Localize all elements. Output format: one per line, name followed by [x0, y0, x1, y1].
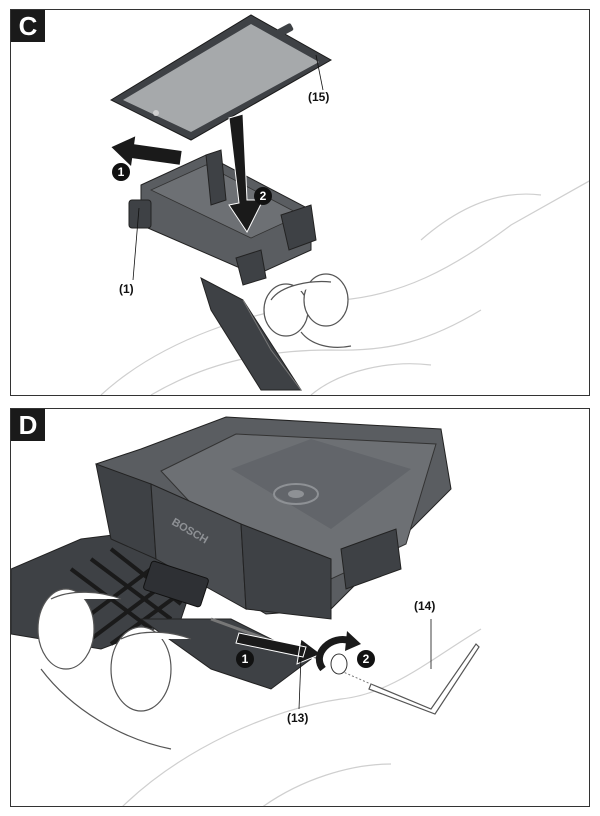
label-release-lever: (1) — [119, 282, 134, 296]
arrow-step-2 — [228, 113, 264, 233]
step-marker-d-1: 1 — [236, 650, 254, 668]
step-marker-c-1-text: 1 — [118, 165, 125, 179]
arrow-step-1-d — [235, 632, 322, 665]
label-smartphone: (15) — [308, 90, 330, 104]
leader-1 — [132, 207, 140, 281]
hand-outline-d — [122, 628, 482, 806]
panel-c: C — [10, 9, 590, 396]
panel-d: D — [10, 408, 590, 807]
panel-d-letter: D — [11, 409, 45, 441]
step-marker-d-1-text: 1 — [242, 652, 249, 666]
stem-clamps — [263, 273, 352, 348]
handlebar — [200, 276, 302, 391]
step-marker-c-2: 2 — [254, 187, 272, 205]
panel-c-letter: C — [11, 10, 45, 42]
arrow-step-1 — [111, 136, 182, 167]
panel-c-illustration: 1 2 — [100, 14, 589, 395]
arrow-step-2-d — [315, 631, 361, 675]
stem-clamps-d — [37, 588, 192, 750]
leader-15 — [315, 54, 324, 91]
hex-key — [340, 643, 480, 715]
step-marker-c-1: 1 — [112, 163, 130, 181]
label-hex-key: (14) — [414, 599, 436, 613]
phone-holder-d: BOSCH — [95, 416, 452, 620]
step-marker-d-2: 2 — [357, 650, 375, 668]
phone-holder — [128, 149, 317, 286]
smartphone — [109, 14, 333, 141]
label-screw: (13) — [287, 711, 309, 725]
step-marker-c-2-text: 2 — [260, 189, 267, 203]
leader-13 — [298, 656, 302, 710]
panel-d-illustration: BOSCH 1 2 — [11, 416, 482, 806]
step-marker-d-2-text: 2 — [363, 652, 370, 666]
